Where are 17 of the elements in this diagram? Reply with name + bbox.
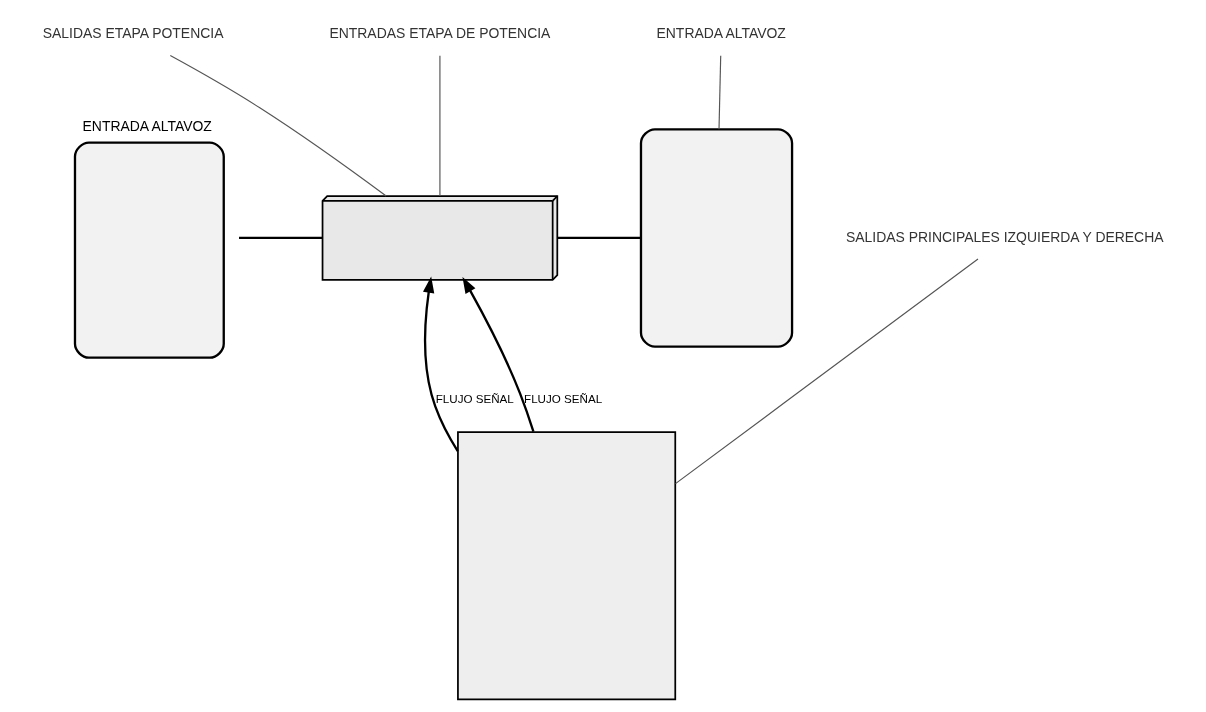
connector: [169, 54, 387, 197]
arrow: [422, 276, 459, 452]
node-text: SALIDAS ETAPA POTENCIA: [42, 24, 223, 41]
connector: [557, 236, 641, 239]
connector: [238, 236, 322, 239]
node-label: ENTRADA ALTAVOZ: [82, 117, 212, 134]
connector: [674, 257, 979, 484]
node-text: ENTRADAS ETAPA DE POTENCIA: [328, 24, 550, 41]
node-text: ENTRADA ALTAVOZ: [656, 24, 786, 41]
connector: [717, 54, 721, 130]
arrow: [461, 276, 535, 432]
node-mixer: [456, 430, 676, 700]
node-speaker: [639, 127, 793, 348]
node-text: SALIDAS PRINCIPALES IZQUIERDA Y DERECHA: [845, 228, 1164, 245]
edge-label: FLUJO SEÑAL: [435, 391, 514, 405]
connector: [438, 54, 440, 197]
edge-label: FLUJO SEÑAL: [523, 391, 602, 405]
